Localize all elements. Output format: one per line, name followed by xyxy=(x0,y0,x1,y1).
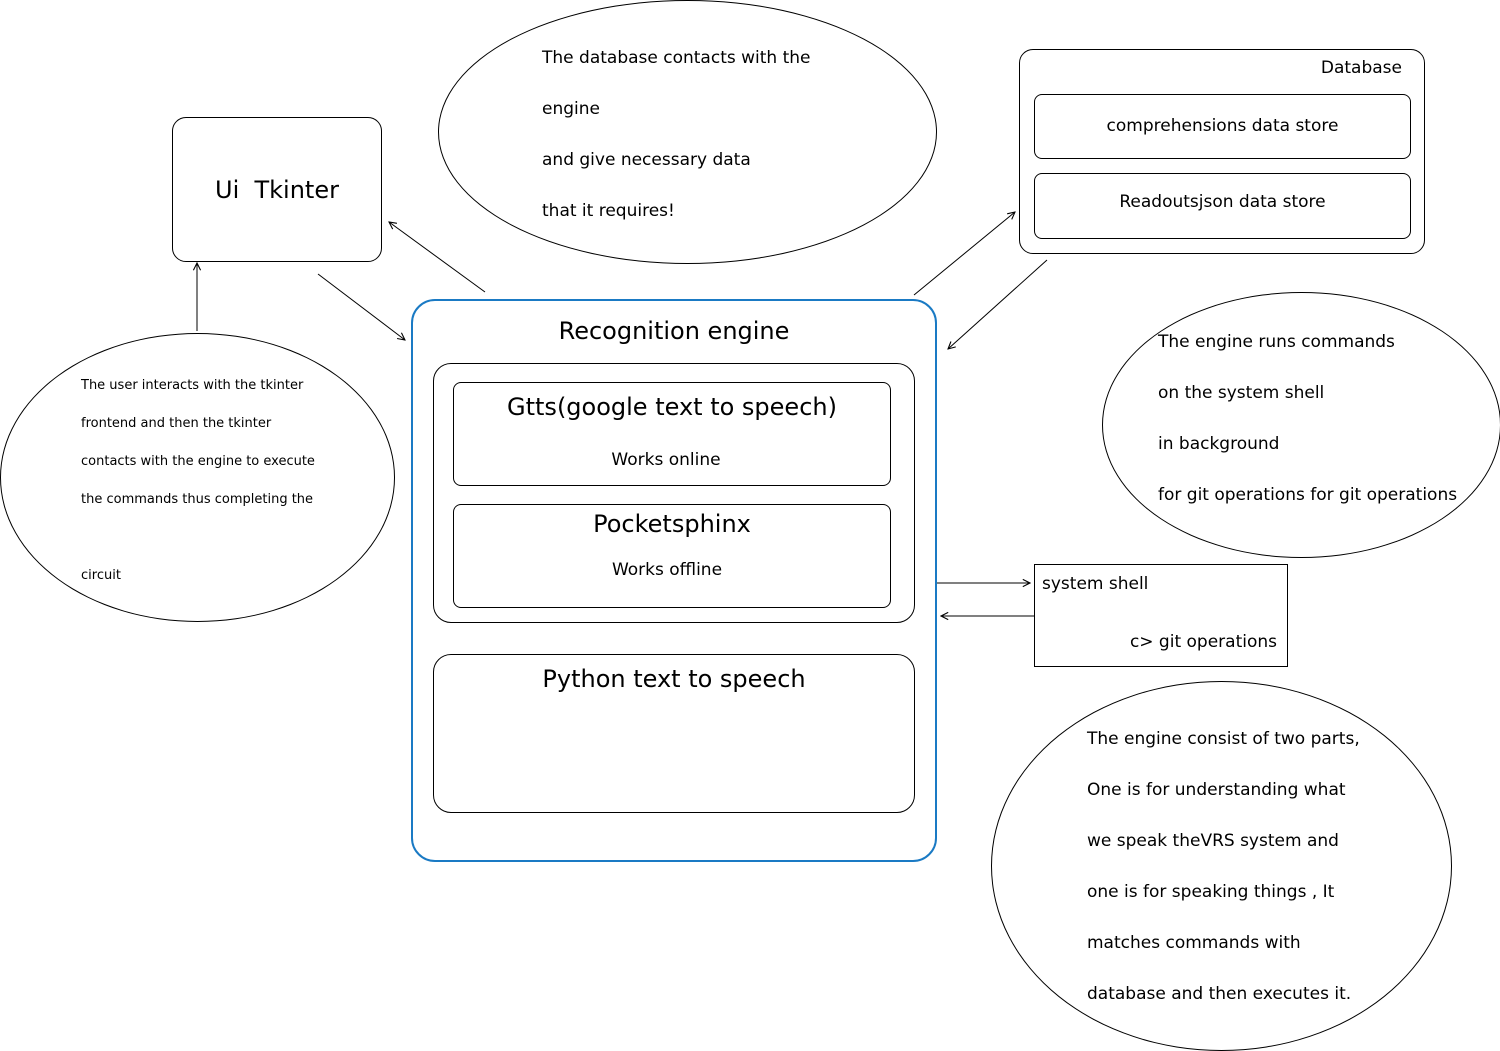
comprehensions-store-label: comprehensions data store xyxy=(1106,116,1339,136)
database-box: Database comprehensions data store Reado… xyxy=(1019,49,1425,254)
ui-tkinter-title: Ui Tkinter xyxy=(215,176,339,204)
python-tts-title: Python text to speech xyxy=(542,665,806,693)
database-note-line-3: and give necessary data xyxy=(542,150,751,170)
user-note-ellipse xyxy=(0,333,395,622)
shell-note-line-3: in background xyxy=(1158,434,1280,454)
python-tts-box: Python text to speech xyxy=(433,654,915,813)
user-note-line-5: circuit xyxy=(81,568,121,583)
pocketsphinx-title: Pocketsphinx xyxy=(593,510,751,538)
engine-note-line-2: One is for understanding what xyxy=(1087,780,1346,800)
pocketsphinx-box: Pocketsphinx Works offline xyxy=(453,504,891,608)
system-shell-title: system shell xyxy=(1042,574,1149,594)
engine-note-line-3: we speak theVRS system and xyxy=(1087,831,1339,851)
comprehensions-store-box: comprehensions data store xyxy=(1034,94,1411,159)
system-shell-box: system shell c> git operations xyxy=(1034,564,1288,667)
ui-tkinter-box: Ui Tkinter xyxy=(172,117,382,262)
readouts-store-box: Readoutsjson data store xyxy=(1034,173,1411,239)
recognition-engine-title: Recognition engine xyxy=(558,317,790,345)
shell-note-line-2: on the system shell xyxy=(1158,383,1325,403)
user-note-line-2: frontend and then the tkinter xyxy=(81,416,272,431)
database-note-line-1: The database contacts with the xyxy=(542,48,811,68)
database-title: Database xyxy=(1320,58,1402,78)
arrow-ui-to-engine xyxy=(317,273,405,340)
gtts-title: Gtts(google text to speech) xyxy=(507,393,837,421)
gtts-box: Gtts(google text to speech) Works online xyxy=(453,382,891,486)
recognition-engine-box: Recognition engine Gtts(google text to s… xyxy=(411,299,937,862)
database-note-line-4: that it requires! xyxy=(542,201,675,221)
user-note-line-4: the commands thus completing the xyxy=(81,492,314,507)
engine-note-line-1: The engine consist of two parts, xyxy=(1087,729,1360,749)
database-note-line-2: engine xyxy=(542,99,600,119)
shell-note-line-4: for git operations for git operations xyxy=(1158,485,1458,505)
engine-note-line-4: one is for speaking things , It xyxy=(1087,882,1335,902)
engine-note-line-6: database and then executes it. xyxy=(1087,984,1352,1004)
pocketsphinx-subtitle: Works offline xyxy=(611,560,723,580)
system-shell-command: c> git operations xyxy=(1129,632,1277,652)
readouts-store-label: Readoutsjson data store xyxy=(1119,192,1326,212)
shell-note-line-1: The engine runs commands xyxy=(1158,332,1395,352)
engine-note-line-5: matches commands with xyxy=(1087,933,1301,953)
gtts-subtitle: Works online xyxy=(611,450,721,470)
arrow-database-to-engine xyxy=(948,259,1048,349)
user-note-line-1: The user interacts with the tkinter xyxy=(81,378,304,393)
speech-engines-group: Gtts(google text to speech) Works online… xyxy=(433,363,915,623)
shell-note-ellipse xyxy=(1102,292,1500,558)
arrow-engine-to-ui xyxy=(389,222,486,293)
user-note-line-3: contacts with the engine to execute xyxy=(81,454,315,469)
database-note-ellipse xyxy=(438,0,937,264)
arrow-engine-to-database xyxy=(913,212,1015,296)
